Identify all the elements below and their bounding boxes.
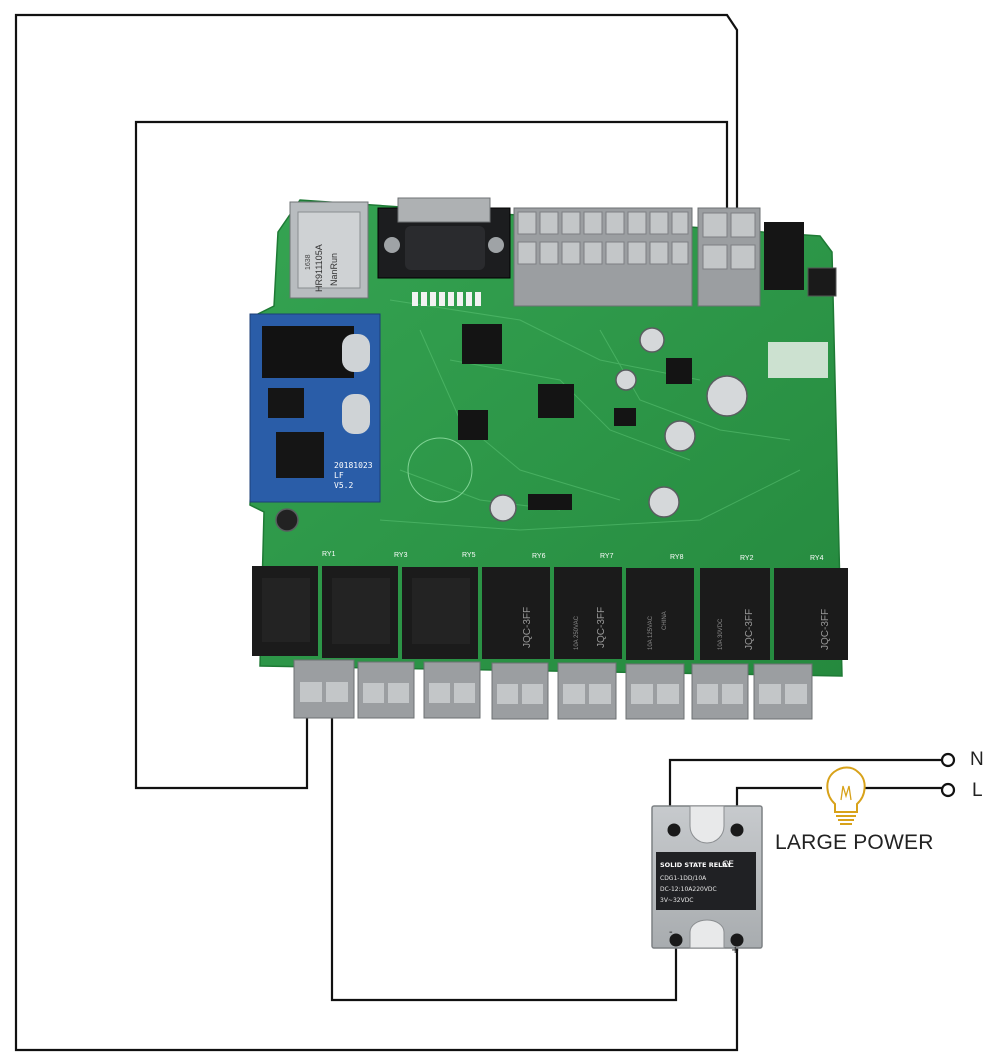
relay-face-country: CHINA <box>662 611 668 630</box>
power-terminal-block <box>697 207 761 307</box>
output-terminal <box>753 663 813 720</box>
relay-controller-board: HR911105A NanRun 1638 <box>249 197 848 720</box>
relay-4: JQC-3FF <box>482 567 550 659</box>
relay-2 <box>322 566 398 658</box>
relay-5: JQC-3FF 10A 250VAC <box>554 567 622 659</box>
wire-relay-to-ssr-minus <box>330 718 678 1002</box>
relay-label: RY8 <box>670 554 684 561</box>
relay-label: RY6 <box>532 553 546 560</box>
output-terminal <box>691 663 749 720</box>
wire-inner-loop <box>134 120 729 790</box>
output-terminal <box>557 662 617 720</box>
ssr-model-line2: CDG1-1DD/10A <box>660 875 707 882</box>
relay-8: JQC-3FF <box>774 568 848 660</box>
ssr-model-line3: DC-12:10A220VDC <box>660 886 717 893</box>
pcb-traces <box>379 299 801 531</box>
ssr-model-line1: SOLID STATE RELAY <box>660 861 732 869</box>
terminal-n <box>940 752 956 768</box>
ethernet-jack-code: 1638 <box>305 254 312 270</box>
relay-face-rating: 10A 250VAC <box>574 615 580 650</box>
relay-6: 10A 125VAC CHINA <box>626 568 694 660</box>
relay-face-text: JQC-3FF <box>820 609 831 650</box>
terminal-n-label: N <box>970 749 984 770</box>
relay-labels: RY1 RY3 RY5 RY6 RY7 RY8 RY2 RY4 <box>322 551 824 562</box>
solid-state-relay: SOLID STATE RELAY CE CDG1-1DD/10A DC-12:… <box>651 805 763 956</box>
ssr-plus-mark: + <box>731 945 739 956</box>
dc-jack <box>764 222 804 290</box>
relay-1 <box>252 566 318 656</box>
terminal-l <box>940 782 956 798</box>
relay-face-text: JQC-3FF <box>596 607 607 648</box>
input-terminal-blocks <box>513 207 693 307</box>
relay-face-text: JQC-3FF <box>744 609 755 650</box>
ethernet-jack: HR911105A NanRun 1638 <box>289 201 369 299</box>
relay-label: RY1 <box>322 551 336 558</box>
output-terminal <box>293 659 355 719</box>
relay-3 <box>402 567 478 659</box>
ssr-model-line4: 3V~32VDC <box>660 897 694 904</box>
output-terminal <box>423 661 481 719</box>
relay-face-rating: 10A 30VDC <box>718 618 724 650</box>
relays: JQC-3FF JQC-3FF 10A 250VAC 10A 125VAC CH… <box>252 566 848 660</box>
relay-face-text: JQC-3FF <box>522 607 533 648</box>
load-label: LARGE POWER <box>775 831 934 854</box>
output-terminal <box>491 662 549 720</box>
ethernet-jack-text: HR911105A <box>314 244 324 292</box>
light-bulb-icon <box>826 766 866 825</box>
ethernet-jack-brand: NanRun <box>329 253 339 286</box>
ssr-label-plate <box>656 852 756 910</box>
ic-chips <box>458 324 692 510</box>
module-version: V5.2 <box>334 481 353 490</box>
mains-terminals <box>940 752 956 798</box>
relay-label: RY3 <box>394 552 408 559</box>
relay-label: RY2 <box>740 555 754 562</box>
module-date: 20181023 <box>334 461 373 470</box>
capacitors <box>275 327 748 532</box>
output-terminal <box>357 661 415 719</box>
ssr-minus-mark: - <box>669 927 673 938</box>
reset-button <box>807 267 837 297</box>
db9-serial-connector <box>377 197 511 279</box>
header-pins <box>412 292 481 306</box>
relay-7: JQC-3FF 10A 30VDC <box>700 568 770 660</box>
relay-label: RY7 <box>600 553 614 560</box>
output-terminal-blocks <box>293 659 813 720</box>
output-terminal <box>625 663 685 720</box>
relay-face-rating: 10A 125VAC <box>648 615 654 650</box>
silkscreen-label-box <box>768 342 828 378</box>
wire-outer-loop <box>14 13 739 1052</box>
relay-label: RY5 <box>462 552 476 559</box>
ethernet-module: 20181023 LF V5.2 <box>249 313 381 503</box>
relay-label: RY4 <box>810 555 824 562</box>
ssr-ce-mark: CE <box>722 860 734 870</box>
terminal-l-label: L <box>972 780 983 801</box>
module-lf: LF <box>334 471 344 480</box>
buzzer-outline <box>407 437 473 503</box>
